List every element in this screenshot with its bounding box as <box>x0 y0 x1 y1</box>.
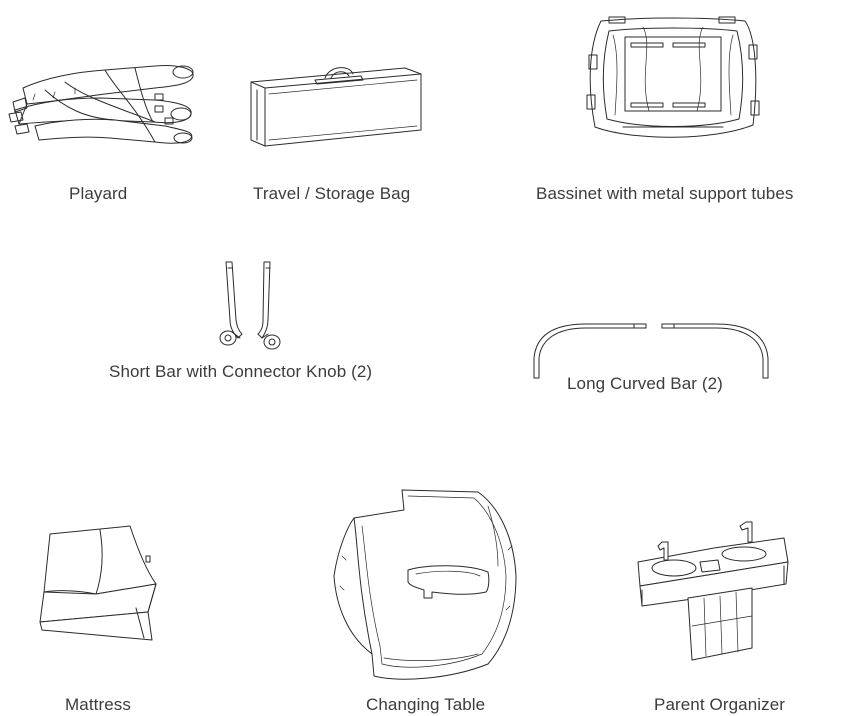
part-label-changing-table: Changing Table <box>366 695 486 714</box>
part-label-playard: Playard <box>69 184 128 203</box>
changing-table-illustration <box>328 486 528 686</box>
organizer-illustration <box>634 516 792 666</box>
storage-bag-illustration <box>245 60 427 150</box>
part-label-mattress: Mattress <box>65 695 131 714</box>
part-label-travel-bag: Travel / Storage Bag <box>253 184 411 203</box>
part-label-long-bar: Long Curved Bar (2) <box>567 374 723 393</box>
bassinet-illustration <box>583 15 763 147</box>
part-label-parent-organizer: Parent Organizer <box>654 695 786 714</box>
playard-illustration <box>5 58 200 148</box>
mattress-illustration <box>36 520 162 646</box>
part-label-short-bar: Short Bar with Connector Knob (2) <box>109 362 373 381</box>
curved-bar-illustration <box>526 318 776 384</box>
part-label-bassinet: Bassinet with metal support tubes <box>536 184 794 203</box>
short-bar-illustration <box>210 258 290 356</box>
